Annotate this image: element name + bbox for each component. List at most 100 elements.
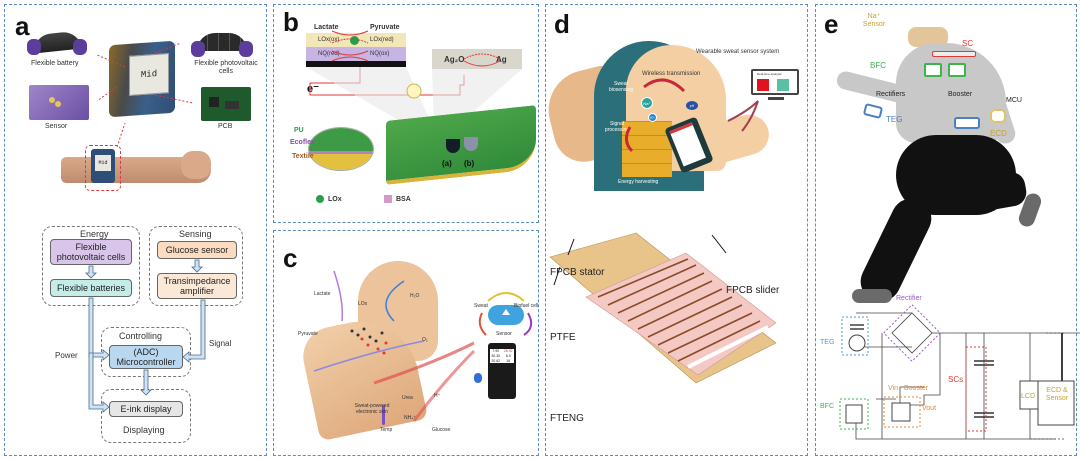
- panel-label-c: c: [283, 243, 298, 273]
- ecd-device: [990, 109, 1006, 123]
- booster-box: [891, 402, 911, 422]
- ag-electrode: [432, 49, 522, 69]
- ecd-label: ECD: [990, 129, 1007, 138]
- flowchart-arrows: [85, 259, 206, 413]
- na-sensor-label: Na⁺ Sensor: [862, 13, 886, 28]
- panel-label-d: d: [554, 9, 570, 39]
- temp-label: Temp: [380, 427, 393, 433]
- lactate-label: Lactate: [314, 291, 331, 297]
- pyruvate-label: Pyruvate: [298, 331, 318, 337]
- bluetooth-icon: [474, 373, 482, 383]
- lox-legend-icon: [316, 195, 324, 203]
- reaction-layer-base: [306, 61, 406, 67]
- bfc-device: [924, 63, 942, 77]
- sensor-label: Sensor: [45, 123, 68, 130]
- urea-label: Urea: [402, 395, 413, 401]
- electrode-dots: [313, 270, 476, 422]
- panel-b: b Lactate Pyruvate LOx(ox) LOx(red) NQ(r…: [273, 4, 539, 223]
- cycle-arrows: [478, 292, 533, 336]
- bsa-legend-icon: [384, 195, 392, 203]
- circuit-bfc-label: BFC: [820, 403, 834, 410]
- cycle-sweat-label: Sweat: [474, 303, 488, 309]
- nq-red-label: NQ(red): [318, 51, 340, 57]
- bfc-device: [948, 63, 966, 77]
- wrist-photo: Mid: [61, 145, 211, 195]
- sweat-biosensing-label: Sweat biosensing: [609, 81, 633, 93]
- lightbulb-icon: [406, 83, 422, 99]
- phone-reading: 20.62: [491, 359, 501, 363]
- rectifiers-label: Rectifiers: [876, 91, 906, 98]
- box-eink-display: E-ink display: [109, 401, 183, 417]
- phone-reading: 7.90: [492, 349, 500, 353]
- photo-callout-arrows: [96, 42, 194, 148]
- scs-group: [965, 346, 987, 432]
- wireless-label: Wireless transmission: [642, 71, 701, 77]
- panel-e: e Na⁺ Sensor SC BFC Rectifiers Booster M…: [815, 4, 1080, 456]
- electrode-b-label: (b): [464, 159, 475, 168]
- projection-left: [306, 67, 434, 129]
- arrow-power-to-mcu: [88, 297, 110, 361]
- phone-reading: 6.9: [505, 354, 511, 358]
- h2o-label: H₂O: [410, 293, 420, 299]
- bfc-group: [839, 398, 869, 430]
- layer-textile-label: Textile: [292, 153, 314, 160]
- layer-inset: [308, 127, 374, 171]
- ptfe-label: PTFE: [550, 332, 576, 343]
- mcu-label: MCU: [1006, 97, 1022, 104]
- thermometer-icon: [382, 405, 385, 425]
- electrode-a-label: (a): [442, 159, 452, 168]
- flexible-pv-label: Flexible photovoltaic cells: [194, 60, 258, 75]
- sc-device: [932, 51, 976, 57]
- teg-label: TEG: [886, 115, 903, 124]
- circuit-vout-label: Vout: [922, 405, 937, 412]
- h-plus-label: H⁺: [434, 393, 441, 399]
- pyruvate-label: Pyruvate: [370, 24, 400, 31]
- phone-reading: 30.30: [491, 354, 501, 358]
- ecd-sensor-box: [1037, 380, 1075, 426]
- arrow-mcu-to-eink: [140, 369, 152, 396]
- bfc-cell: [845, 404, 863, 424]
- pcb-photo: [201, 87, 251, 121]
- panel-label-e: e: [824, 9, 839, 39]
- power-label: Power: [55, 351, 78, 360]
- slider-layer: [585, 252, 777, 376]
- lox-label: LOx: [358, 301, 368, 307]
- stator-label: FPCB stator: [550, 267, 605, 278]
- group-sensing: [149, 226, 243, 306]
- group-displaying-label: Displaying: [123, 425, 165, 435]
- circuit-booster-label: Booster: [904, 385, 929, 392]
- legend-bsa-label: BSA: [396, 196, 411, 203]
- booster-group: [883, 396, 921, 428]
- signal-processing-label: Signal processing: [604, 121, 630, 133]
- circuit-lcd-label: LCD: [1021, 393, 1036, 400]
- ion-badge: pH: [686, 101, 698, 110]
- box-transimpedance: Transimpedance amplifier: [157, 273, 237, 299]
- teg-device: [954, 117, 980, 129]
- runner-illustration: [835, 25, 1056, 315]
- signal-label: Signal: [209, 339, 232, 348]
- group-sensing-label: Sensing: [179, 229, 212, 239]
- system-title: Wearable sweat sensor system: [696, 49, 780, 55]
- monitor-icon: Real-time analysis: [751, 69, 799, 95]
- bfc-label: BFC: [870, 61, 886, 70]
- circuit-teg-label: TEG: [820, 339, 835, 346]
- lactate-label: Lactate: [314, 24, 339, 31]
- teg-device: [862, 103, 884, 119]
- torso-illustration: [540, 41, 774, 191]
- reaction-layer-mid: [306, 47, 406, 61]
- fteng-label: FTENG: [550, 413, 584, 424]
- ion-badge: Na⁺: [641, 97, 653, 109]
- monitor-title: Real-time analysis: [757, 72, 782, 76]
- layer-ecoflex-label: Ecoflex: [290, 139, 315, 146]
- arrow-pv-to-batteries: [85, 265, 97, 279]
- fteng-illustration: [549, 232, 777, 384]
- arrow-power-to-eink: [88, 352, 110, 413]
- panel-d: d Wearable sweat sensor system Wireless …: [540, 4, 808, 456]
- circuit-diagram: [839, 304, 1080, 440]
- layer-pu-label: PU: [294, 127, 304, 134]
- legend-lox-label: LOx: [328, 196, 342, 203]
- circuit-rectifier-label: Rectifier: [896, 295, 922, 302]
- nq-ox-label: NQ(ox): [370, 51, 390, 57]
- ac-source-icon: [848, 334, 866, 352]
- teg-group: [841, 316, 869, 356]
